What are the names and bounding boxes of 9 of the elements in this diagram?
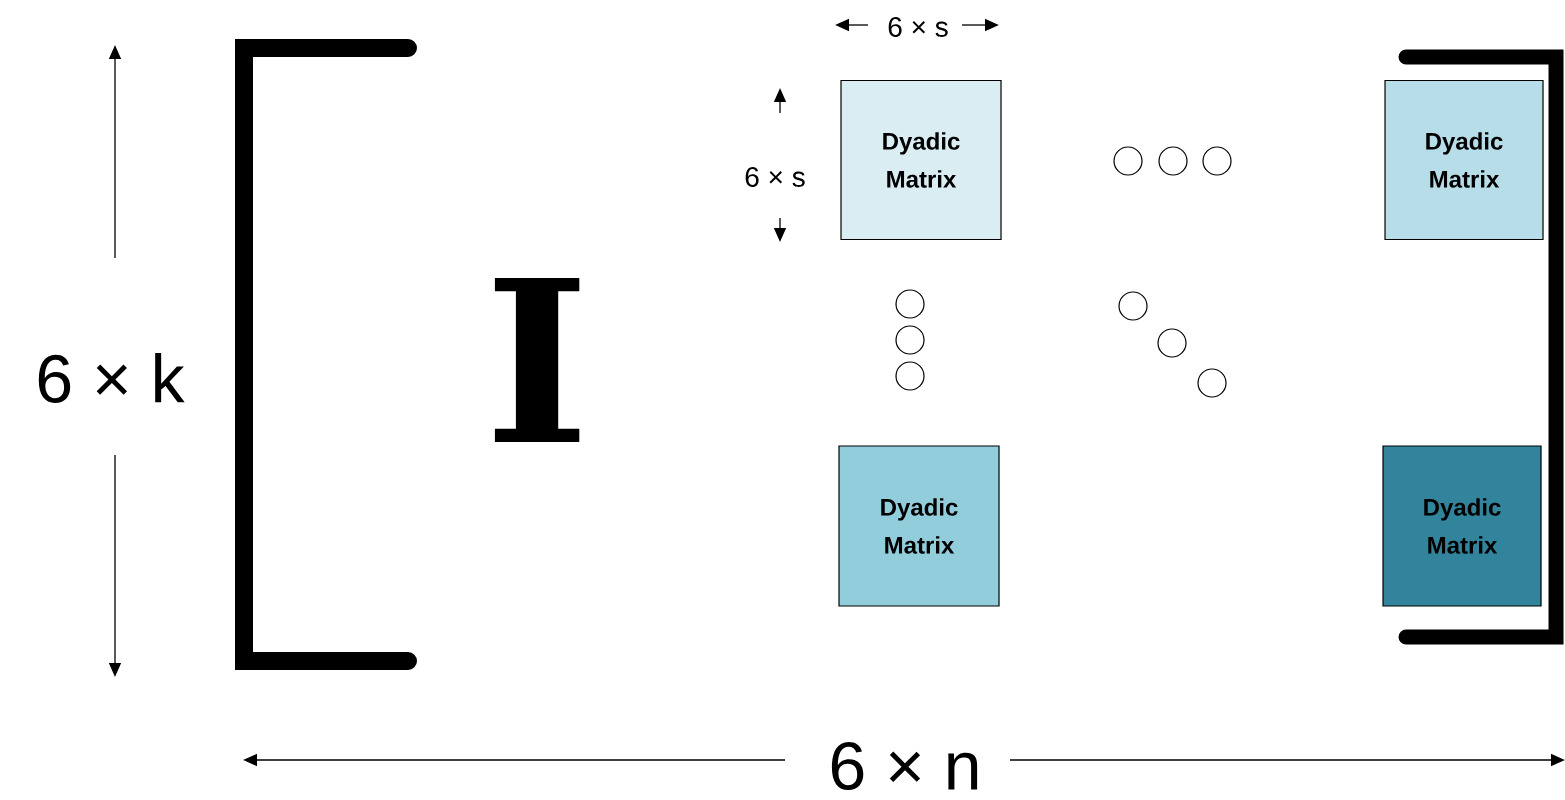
dimension-label: 6 × s [745, 167, 805, 187]
matrix-box: Dyadic Matrix [838, 445, 1000, 607]
dimension-label: 6 × k [38, 353, 185, 403]
matrix-box: Dyadic Matrix [1382, 445, 1542, 607]
matrix-box: Dyadic Matrix [840, 79, 1002, 241]
dimension-label: 6 × s [888, 17, 948, 37]
matrix-box: Dyadic Matrix [1384, 79, 1544, 241]
dimension-label: 6 × n [831, 741, 978, 791]
matrix-symbol: I [494, 278, 580, 442]
